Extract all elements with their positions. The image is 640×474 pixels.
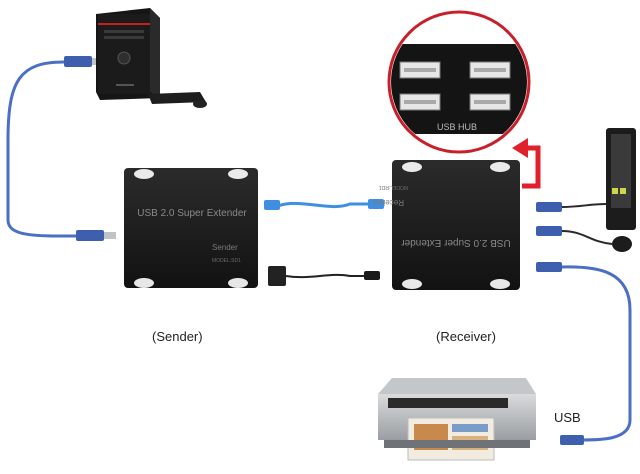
usb-caption: USB [554,410,581,425]
pc-keyboard-mouse [148,92,207,108]
usb-port-icon [399,61,441,79]
sender-device-model: MODEL:SD1 [212,258,241,264]
receiver-device-title: USB 2.0 Super Extender [401,237,511,248]
usb-hub-callout: USB HUB [387,10,531,154]
usb-plug-pc [64,56,92,67]
receiver-device-model: MODEL:RD1 [379,184,408,190]
sender-device: USB 2.0 Super Extender Sender MODEL:SD1 [124,168,258,288]
receiver-device-role: Receiver [372,198,404,207]
usb-port-icon [469,93,511,111]
mouse [612,236,632,252]
network-cable [264,199,384,210]
usb-cable-printer [536,262,632,445]
usb-cable-pc-to-sender [6,60,93,238]
usb-cable-mouse [536,226,613,245]
receiver-device: USB 2.0 Super Extender Receiver MODEL:RD… [372,160,520,290]
usb-hub-label: USB HUB [437,122,477,132]
keyboard [606,128,636,230]
printer [378,378,536,461]
computer-tower [96,8,160,100]
sender-caption: (Sender) [152,329,203,344]
sender-device-title: USB 2.0 Super Extender [137,208,247,219]
usb-plug-sender [76,230,104,241]
usb-port-icon [469,61,511,79]
usb-port-icon [399,93,441,111]
callout-arrow [522,145,541,189]
receiver-caption: (Receiver) [436,329,496,344]
sender-device-role: Sender [212,243,238,252]
usb-cable-keyboard [536,202,607,212]
power-adapter [268,266,380,286]
